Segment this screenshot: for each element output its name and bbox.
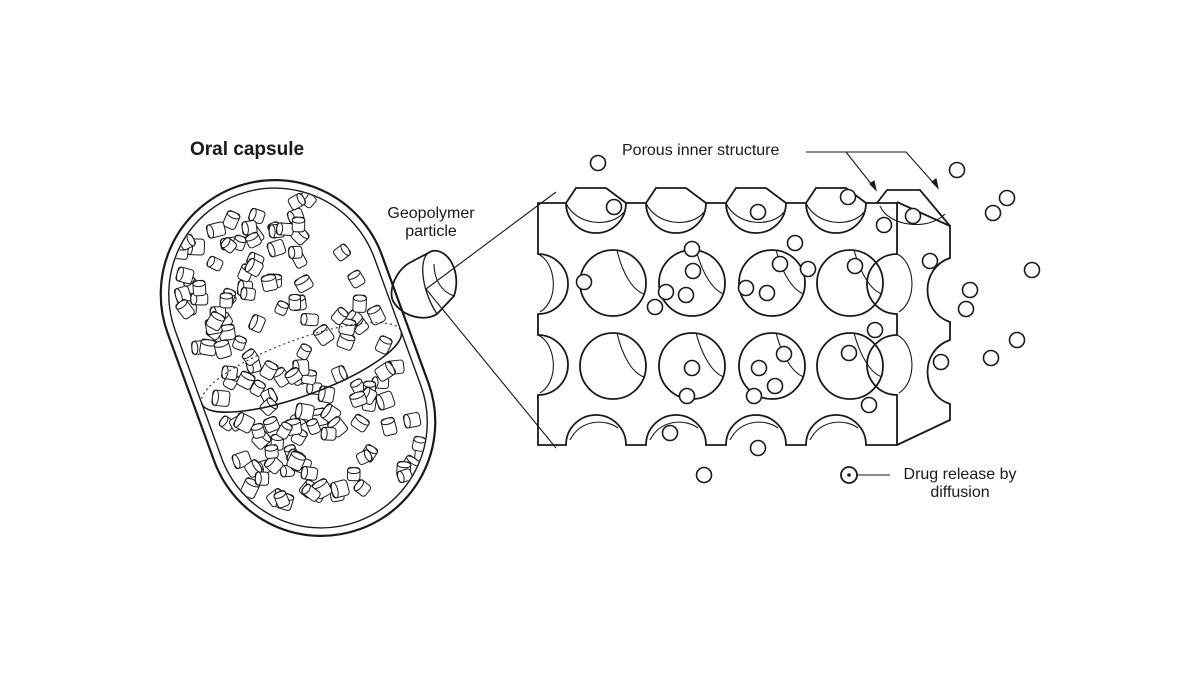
capsule-granule [301,313,319,326]
capsule-granule [312,323,335,346]
drug-molecule [747,389,762,404]
drug-molecule [751,441,766,456]
drug-molecule [848,259,863,274]
capsule-granule [288,246,302,258]
capsule-granule [274,300,290,317]
drug-molecule [752,361,767,376]
capsule-granule [347,468,360,481]
capsule-granule [193,280,206,296]
capsule-granule [206,255,224,272]
capsule-granule [293,274,314,294]
capsule-granule [330,479,350,498]
drug-molecule [868,323,883,338]
drug-molecule [697,468,712,483]
drug-molecule [768,379,783,394]
drug-molecule [963,283,978,298]
capsule-granule [213,339,232,359]
drug-molecule [1025,263,1040,278]
capsule-granule [381,417,398,437]
porous-structure-label: Porous inner structure [622,142,779,160]
particle-label-line1: Geopolymer [372,205,490,223]
capsule-granule [212,390,231,407]
capsule-granule [175,266,194,284]
capsule-granule [296,343,313,361]
drug-molecule [685,242,700,257]
drug-molecule [862,398,877,413]
capsule-granule [353,479,372,498]
capsule-granule [248,314,266,334]
capsule-granule [265,444,279,458]
capsule-granule [220,293,233,308]
release-label-line2: diffusion [885,484,1035,502]
drug-molecule [685,361,700,376]
capsule-granule [321,427,336,440]
zoom-line-bottom [426,289,556,448]
capsule-granule [289,294,301,310]
capsule-granule [375,390,396,410]
drug-molecule [607,200,622,215]
capsule-granule [350,413,371,433]
capsule-granule [331,365,349,384]
capsule-granule [261,274,278,292]
drug-molecule [751,205,766,220]
capsule-granule [403,412,421,429]
drug-molecule [648,300,663,315]
drug-molecule [984,351,999,366]
drug-molecule [959,302,974,317]
capsule-granule [240,287,256,300]
particle-label-line2: particle [372,223,490,241]
capsule-granule [206,221,227,238]
drug-molecule [923,254,938,269]
drug-molecule [934,355,949,370]
capsule-granule [347,269,366,289]
drug-molecule [686,264,701,279]
page-title: Oral capsule [190,139,304,161]
capsule-granule [353,295,367,313]
drug-molecule [1000,191,1015,206]
drug-molecule [739,281,754,296]
drug-molecule [906,209,921,224]
release-marker [841,467,890,483]
capsule-granule [266,239,286,258]
drug-molecule [986,206,1001,221]
capsule-granule [276,223,293,236]
drug-molecule [788,236,803,251]
drug-molecule [591,156,606,171]
drug-molecule [801,262,816,277]
drug-molecule [680,389,695,404]
geopolymer-particle-label: Geopolymer particle [372,205,490,242]
pores-leader [806,152,938,190]
drug-molecule [950,163,965,178]
drug-molecule [1010,333,1025,348]
drug-molecule [659,285,674,300]
drug-release-label: Drug release by diffusion [885,466,1035,503]
drug-molecule [841,190,856,205]
capsule-granule [292,217,305,232]
drug-molecule [877,218,892,233]
capsule-granule [255,472,269,485]
drug-molecule [577,275,592,290]
drug-molecule [773,257,788,272]
drug-molecule [663,426,678,441]
drug-molecule [679,288,694,303]
capsule-granule [301,466,318,481]
drug-molecule [777,347,792,362]
drug-molecule [842,346,857,361]
release-label-line1: Drug release by [885,466,1035,484]
drug-molecule [760,286,775,301]
capsule-granule [332,243,351,262]
